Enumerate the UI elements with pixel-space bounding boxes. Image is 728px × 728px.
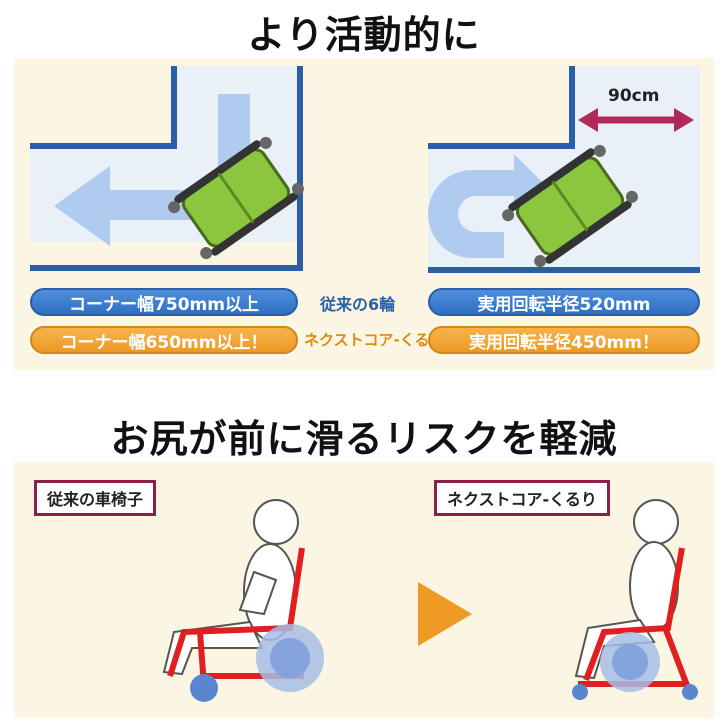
product-wheelchair-label: ネクストコア-くるり xyxy=(434,480,610,516)
product-model-label: ネクストコア-くるり xyxy=(304,331,445,349)
transition-arrow xyxy=(418,582,472,646)
turning-comparison-panel: 90cm コーナー幅750mm以上 従来の6輪 実用回転半径520mm コーナー… xyxy=(14,58,714,370)
corner-width-product-pill: コーナー幅650mm以上！ xyxy=(30,326,298,354)
wheelchair-topview-right xyxy=(502,144,638,268)
conventional-model-label: 従来の6輪 xyxy=(320,295,396,314)
turning-radius-product-pill: 実用回転半径450mm！ xyxy=(428,326,700,354)
posture-illustration xyxy=(162,499,698,702)
section2-title: お尻が前に滑るリスクを軽減 xyxy=(110,417,618,461)
wheelchair-topview-left xyxy=(168,136,304,260)
product-wheelchair-figure xyxy=(574,499,679,680)
corner-width-conventional-pill: コーナー幅750mm以上 xyxy=(30,288,298,316)
dimension-label: 90cm xyxy=(608,86,660,106)
turning-radius-conventional-pill: 実用回転半径520mm xyxy=(428,288,700,316)
posture-comparison-panel: 従来の車椅子 ネクストコア-くるり xyxy=(14,462,714,718)
conventional-wheelchair-label: 従来の車椅子 xyxy=(34,480,157,516)
corner-turn-illustration xyxy=(30,66,700,273)
section1-title: より活動的に xyxy=(247,13,481,57)
